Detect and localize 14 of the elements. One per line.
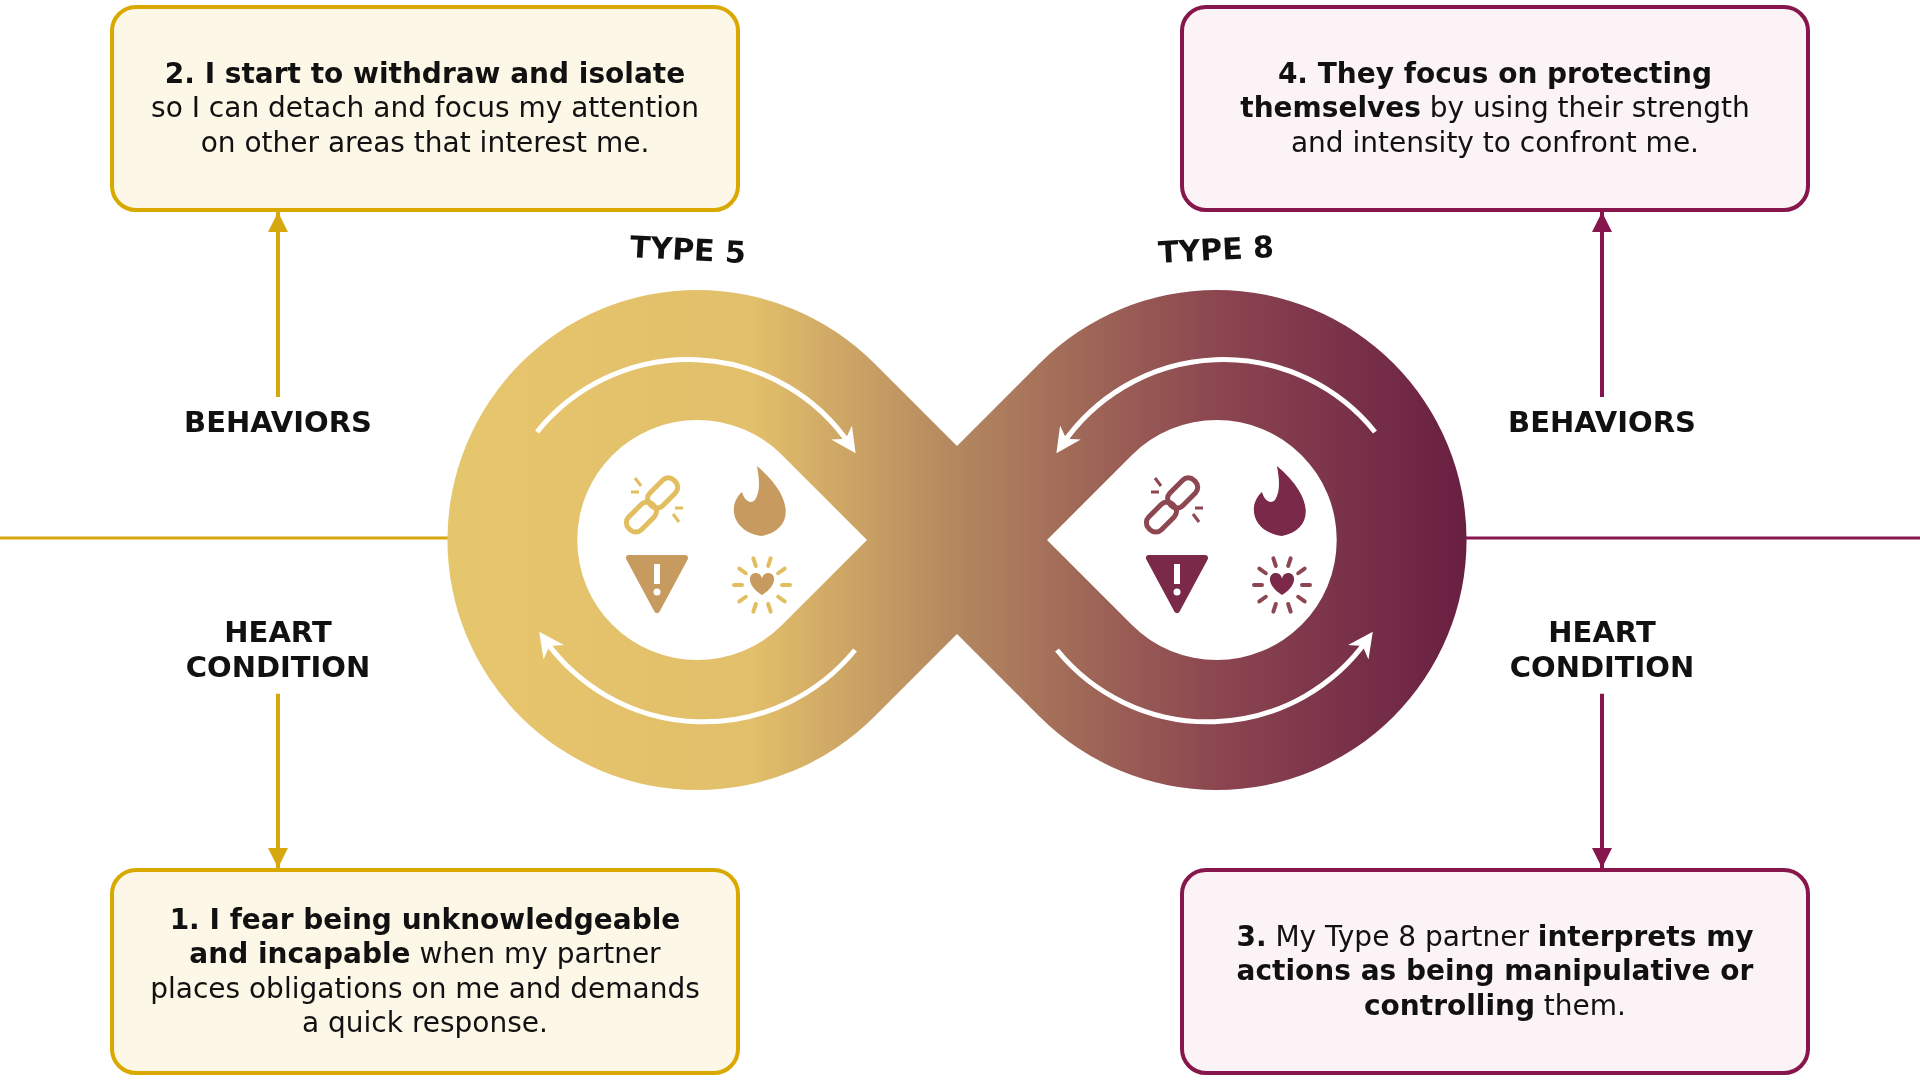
arrow (1592, 212, 1612, 397)
section-label: HEART CONDITION (1472, 615, 1732, 686)
text-box: 4. They focus on protecting themselves by using their strength and intensity to confront me. (1180, 5, 1810, 212)
arrow (268, 693, 288, 868)
arrow (268, 212, 288, 397)
text-box: 3. My Type 8 partner interprets my actions as being manipulative or controlling them. (1180, 868, 1810, 1075)
arrow (1592, 693, 1612, 868)
section-label: BEHAVIORS (148, 405, 408, 441)
type-label: TYPE 8 (1157, 229, 1275, 270)
section-label: HEART CONDITION (148, 615, 408, 686)
text-box: 2. I start to withdraw and isolate so I can detach and focus my attention on other areas that interest me. (110, 5, 740, 212)
type-label: TYPE 5 (629, 229, 747, 270)
text-box: 1. I fear being unknowledgeable and incapable when my partner places obligations on me and demands a quick response. (110, 868, 740, 1075)
section-label: BEHAVIORS (1472, 405, 1732, 441)
